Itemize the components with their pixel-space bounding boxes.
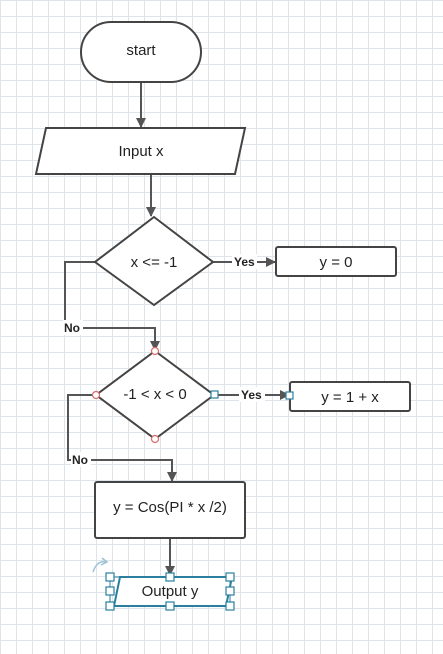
input-label: Input x (118, 143, 164, 160)
process-y-one-plus-x[interactable]: y = 1 + x (289, 381, 411, 412)
decision-1-label: x <= -1 (131, 254, 178, 271)
process-y-zero[interactable]: y = 0 (275, 246, 397, 277)
output-label: Output y (142, 583, 199, 600)
resize-handle-nw[interactable] (105, 572, 115, 582)
rotate-icon[interactable] (92, 560, 107, 573)
resize-handle-e[interactable] (225, 586, 235, 596)
connection-handle[interactable] (285, 391, 294, 400)
connection-point[interactable] (91, 390, 101, 400)
connection-point[interactable] (150, 434, 160, 444)
process-y-one-plus-x-label: y = 1 + x (321, 389, 379, 406)
edge-label-yes-1: Yes (234, 255, 255, 269)
start-terminal[interactable]: start (80, 21, 202, 83)
decision-2-label: -1 < x < 0 (123, 386, 186, 403)
process-y-cos[interactable]: y = Cos(PI * x /2) (94, 481, 246, 539)
input-node[interactable]: Input x (34, 127, 247, 175)
resize-handle-ne[interactable] (225, 572, 235, 582)
connection-point[interactable] (150, 346, 160, 356)
output-node[interactable]: Output y (112, 576, 234, 607)
edge-label-no-1: No (64, 321, 80, 335)
resize-handle-sw[interactable] (105, 601, 115, 611)
connection-handle[interactable] (210, 390, 219, 399)
connector-decision2-no[interactable] (67, 394, 177, 482)
start-label: start (126, 42, 156, 59)
edge-label-no-2: No (72, 453, 88, 467)
process-y-cos-label: y = Cos(PI * x /2) (113, 499, 227, 516)
resize-handle-w[interactable] (105, 586, 115, 596)
decision-1[interactable]: x <= -1 (93, 215, 215, 307)
decision-2[interactable]: -1 < x < 0 (94, 349, 216, 441)
process-y-zero-label: y = 0 (320, 254, 353, 271)
rotate-icon-head (100, 557, 109, 566)
resize-handle-s[interactable] (165, 601, 175, 611)
resize-handle-se[interactable] (225, 601, 235, 611)
resize-handle-n[interactable] (165, 572, 175, 582)
edge-label-yes-2: Yes (241, 388, 262, 402)
